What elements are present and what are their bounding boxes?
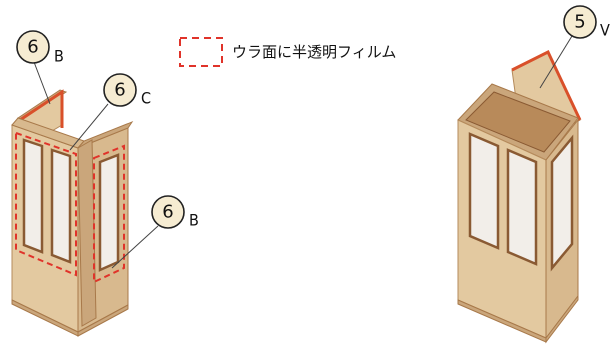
box-window-right bbox=[506, 148, 538, 266]
callout-circle-6b-low bbox=[151, 195, 185, 229]
film-outline-side bbox=[93, 144, 125, 284]
leader-6b-low bbox=[111, 225, 159, 269]
callout-6b-top: 6 B bbox=[16, 30, 64, 105]
box-window-side bbox=[550, 134, 574, 272]
callout-number-6c: 6 bbox=[114, 80, 125, 101]
panel-6c bbox=[77, 139, 97, 327]
callout-suffix-6b-low: B bbox=[189, 211, 199, 230]
callout-circle-5v bbox=[563, 5, 597, 39]
callout-circle-6b-top bbox=[16, 30, 50, 64]
callout-number-6b-low: 6 bbox=[162, 202, 173, 223]
callout-6b-low: 6 B bbox=[111, 195, 199, 269]
leader-6c bbox=[69, 103, 109, 151]
window-front-left bbox=[22, 138, 44, 254]
box-base-side bbox=[545, 294, 579, 344]
legend-label: ウラ面に半透明フィルム bbox=[232, 43, 396, 61]
callout-number-5v: 5 bbox=[574, 12, 585, 33]
callout-circle-6c bbox=[103, 73, 137, 107]
callout-6c: 6 C bbox=[69, 73, 151, 151]
leader-5v bbox=[539, 35, 573, 89]
callout-number-6b-top: 6 bbox=[27, 37, 38, 58]
right-assembly bbox=[457, 49, 582, 344]
callout-suffix-5v: V bbox=[600, 21, 610, 40]
callout-suffix-6c: C bbox=[141, 89, 151, 108]
callout-5v: 5 V bbox=[539, 5, 610, 89]
window-front-right bbox=[50, 148, 72, 264]
panel-6b-back-edge bbox=[19, 89, 64, 128]
legend-swatch bbox=[179, 37, 223, 67]
film-outline-front bbox=[15, 131, 77, 277]
box-top-inner bbox=[465, 91, 571, 153]
leader-6b-top bbox=[33, 61, 51, 105]
left-assembly bbox=[11, 89, 134, 337]
base-edge-side bbox=[77, 304, 129, 337]
legend: ウラ面に半透明フィルム bbox=[179, 37, 396, 67]
box-window-left bbox=[468, 132, 500, 250]
callout-suffix-6b-top: B bbox=[54, 47, 64, 66]
panel-5v-edge bbox=[511, 49, 582, 121]
window-side bbox=[98, 153, 120, 272]
